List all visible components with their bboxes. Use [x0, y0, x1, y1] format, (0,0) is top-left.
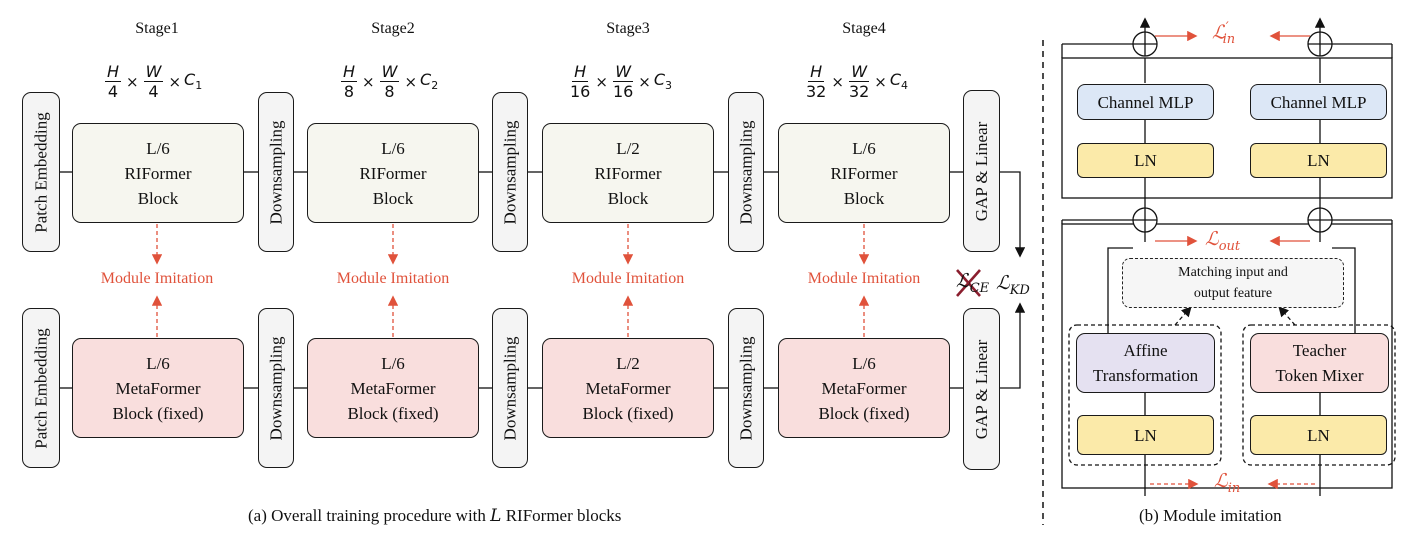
- channel-mlp-right: Channel MLP: [1250, 84, 1387, 120]
- loss-in-prime-label: ℒ′in: [1212, 20, 1236, 48]
- ln-bottom-right: LN: [1250, 415, 1387, 455]
- ln-bottom-left: LN: [1077, 415, 1214, 455]
- stage-2-label: Stage2: [371, 20, 415, 37]
- caption-a: (a) Overall training procedure with L RI…: [248, 506, 622, 526]
- channel-mlp-left: Channel MLP: [1077, 84, 1214, 120]
- module-imitation-label-2: Module Imitation: [336, 270, 450, 287]
- loss-out-label: ℒout: [1205, 228, 1241, 254]
- loss-in-label: ℒin: [1214, 470, 1241, 496]
- downsampling-student-2: Downsampling: [492, 308, 528, 468]
- ln-top-right: LN: [1250, 143, 1387, 178]
- downsampling-teacher-1: Downsampling: [258, 92, 294, 252]
- stage-4-label: Stage4: [842, 20, 886, 37]
- loss-kd-label: ℒKD: [996, 272, 1030, 298]
- downsampling-teacher-3: Downsampling: [728, 92, 764, 252]
- plus-circles: [1132, 31, 1333, 233]
- patch-embedding-student: Patch Embedding: [22, 308, 60, 468]
- loss-ce-label: ℒCE: [956, 270, 990, 296]
- downsampling-teacher-2: Downsampling: [492, 92, 528, 252]
- downsampling-student-3: Downsampling: [728, 308, 764, 468]
- module-imitation-label-1: Module Imitation: [100, 270, 214, 287]
- ln-top-left: LN: [1077, 143, 1214, 178]
- gap-linear-student: GAP & Linear: [963, 308, 1000, 470]
- caption-b: (b) Module imitation: [1139, 506, 1282, 525]
- stage-3-label: Stage3: [606, 20, 650, 37]
- ce-cross-mark: [956, 269, 981, 297]
- module-imitation-label-3: Module Imitation: [571, 270, 685, 287]
- gap-linear-teacher: GAP & Linear: [963, 90, 1000, 252]
- stage-1-label: Stage1: [135, 20, 179, 37]
- module-imitation-label-4: Module Imitation: [807, 270, 921, 287]
- patch-embedding-teacher: Patch Embedding: [22, 92, 60, 252]
- downsampling-student-1: Downsampling: [258, 308, 294, 468]
